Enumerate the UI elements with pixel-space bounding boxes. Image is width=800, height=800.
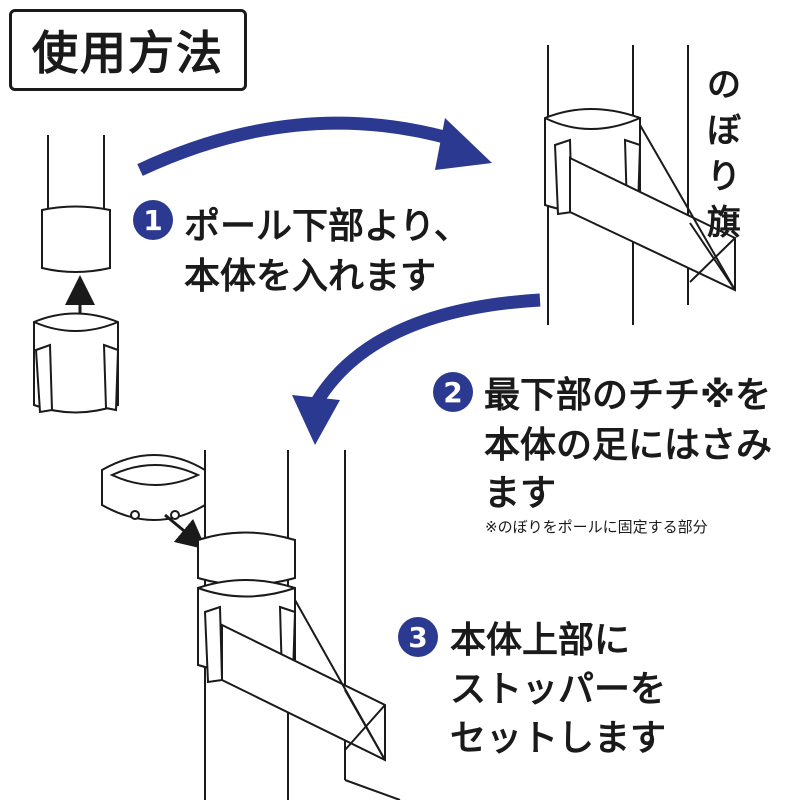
step1-holder (33, 312, 120, 414)
flag-label-char: ぼ (707, 111, 741, 151)
page-title: 使用方法 (9, 9, 247, 91)
flag-label-char: り (707, 157, 741, 197)
step-2-badge: 2 (433, 372, 473, 412)
step1-pole (41, 135, 111, 273)
step-2-line-3: ます (484, 473, 557, 514)
stopper-arrow (164, 513, 207, 550)
step-3-badge: 3 (398, 617, 438, 657)
flag-pole-bottom (197, 450, 401, 800)
curved-arrow-1 (137, 116, 492, 176)
step-2-note: ※のぼりをポールに固定する部分 (485, 518, 708, 536)
step-2-line-2: 本体の足にはさみ (484, 425, 773, 466)
flag-label-char: の (707, 65, 741, 105)
stopper-ring (101, 454, 206, 521)
curved-arrow-2 (292, 293, 541, 445)
flag-label-char: 旗 (707, 203, 741, 243)
flag-pole-top (544, 45, 736, 325)
step-3-line-2: ストッパーを (450, 669, 667, 710)
flag-label: の ぼ り 旗 (702, 62, 746, 246)
step-3-line-1: 本体上部に (450, 620, 631, 661)
step-3-line-3: セットします (450, 718, 667, 759)
step-1-badge: 1 (133, 200, 173, 240)
step-1-line-2: 本体を入れます (184, 256, 437, 297)
step-2-line-1: 最下部のチチ※を (484, 375, 771, 416)
step-1-line-1: ポール下部より、 (184, 206, 470, 247)
